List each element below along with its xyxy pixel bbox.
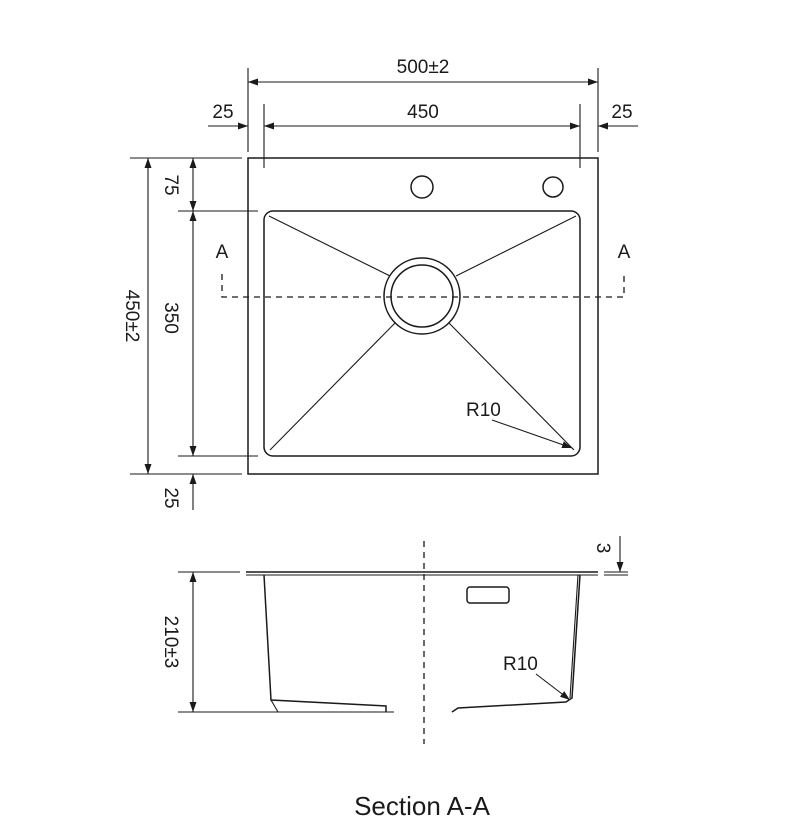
outer-flange-outline: [247, 157, 599, 475]
slope-line-bottom-right: [448, 322, 575, 451]
slope-line-top-left: [268, 215, 391, 277]
overflow-slot: [466, 586, 510, 604]
dim-overall-depth-label: 450±2: [121, 290, 142, 343]
dim-flange-left-label: 25: [212, 102, 233, 123]
section-right-wall: [451, 574, 581, 713]
slope-line-top-right: [455, 215, 577, 277]
section-mark-right: A: [618, 242, 631, 263]
dim-flange-right-label: 25: [611, 102, 632, 123]
dim-top-margin-label: 75: [160, 174, 181, 195]
faucet-hole-left: [410, 175, 434, 199]
section-caption: Section A-A: [354, 791, 491, 821]
dim-bowl-depth-label: 350: [160, 302, 181, 334]
dim-overall-width-label: 500±2: [397, 57, 450, 78]
slope-line-bottom-left: [269, 322, 396, 451]
drain-outer-ring: [383, 257, 461, 335]
faucet-hole-right: [542, 176, 564, 198]
section-line-a-a: [221, 274, 625, 298]
plan-view: A A R10: [216, 157, 631, 475]
section-radius-leader: [535, 673, 571, 701]
dim-thickness-label: 3: [592, 543, 613, 554]
vertical-dimensions: 450±2 75 350 25: [121, 157, 258, 510]
drain-inner-ring: [390, 264, 454, 328]
section-left-wall: [263, 574, 387, 712]
section-view: 210±3 3 R10: [160, 536, 628, 744]
dim-bottom-margin-label: 25: [160, 487, 181, 508]
plan-radius-label: R10: [466, 400, 501, 421]
section-radius-label: R10: [503, 654, 538, 675]
dim-bowl-width-label: 450: [407, 102, 439, 123]
section-mark-left: A: [216, 242, 229, 263]
plan-radius-leader: [491, 419, 573, 449]
horizontal-dimensions: 500±2 450 25 25: [208, 57, 638, 168]
dim-height-label: 210±3: [160, 616, 181, 669]
bowl-outline: [263, 210, 581, 457]
